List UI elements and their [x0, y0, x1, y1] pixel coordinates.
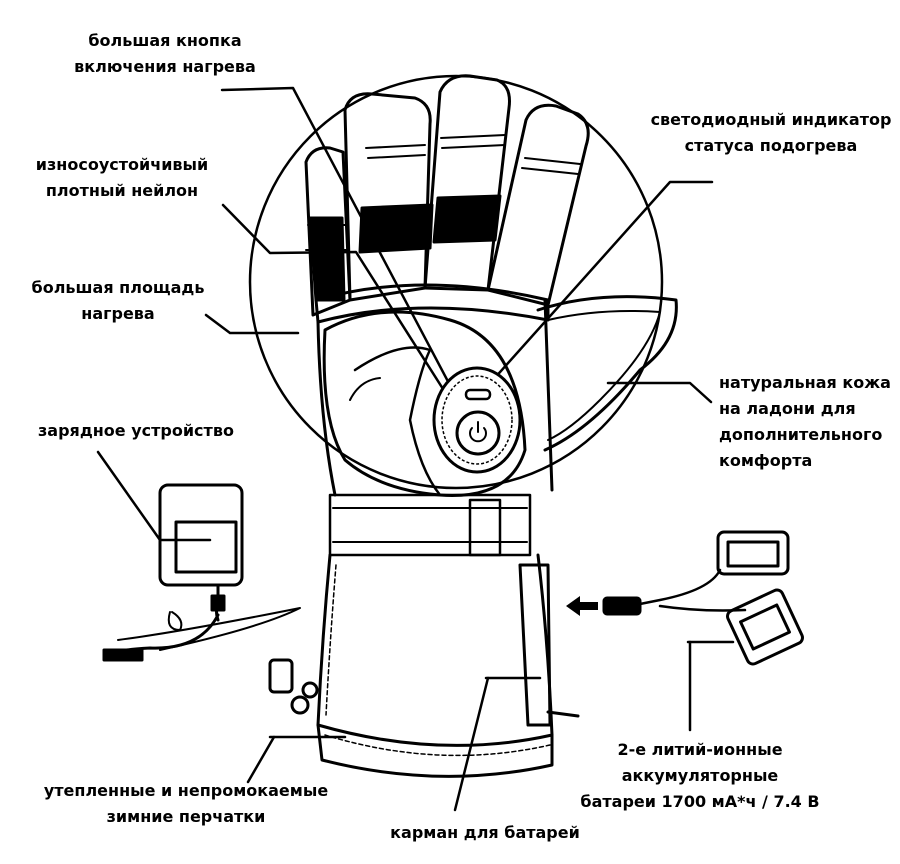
leather-label: натуральная кожа на ладони для дополните… [719, 373, 891, 470]
leader-lines [96, 86, 735, 812]
gloves-label: утепленные и непромокаемые зимние перчат… [43, 781, 329, 826]
battery-illustration [602, 530, 804, 666]
glove-illustration [268, 74, 678, 778]
heat-button-label: большая кнопка включения нагрева [74, 31, 256, 76]
batteries-label: 2-е литий-ионные аккумуляторные батареи … [580, 740, 820, 811]
charger-illustration [102, 483, 301, 662]
arrow-left-icon [566, 596, 598, 616]
led-label: светодиодный индикатор статуса подогрева [650, 110, 892, 155]
pocket-label: карман для батарей [390, 823, 580, 842]
power-icon [469, 421, 487, 443]
led-indicator [464, 388, 492, 401]
nylon-label: износоустойчивый плотный нейлон [35, 155, 209, 200]
control-panel [432, 366, 522, 474]
heat-area-label: большая площадь нагрева [31, 278, 205, 323]
charger-label: зарядное устройство [38, 421, 234, 440]
